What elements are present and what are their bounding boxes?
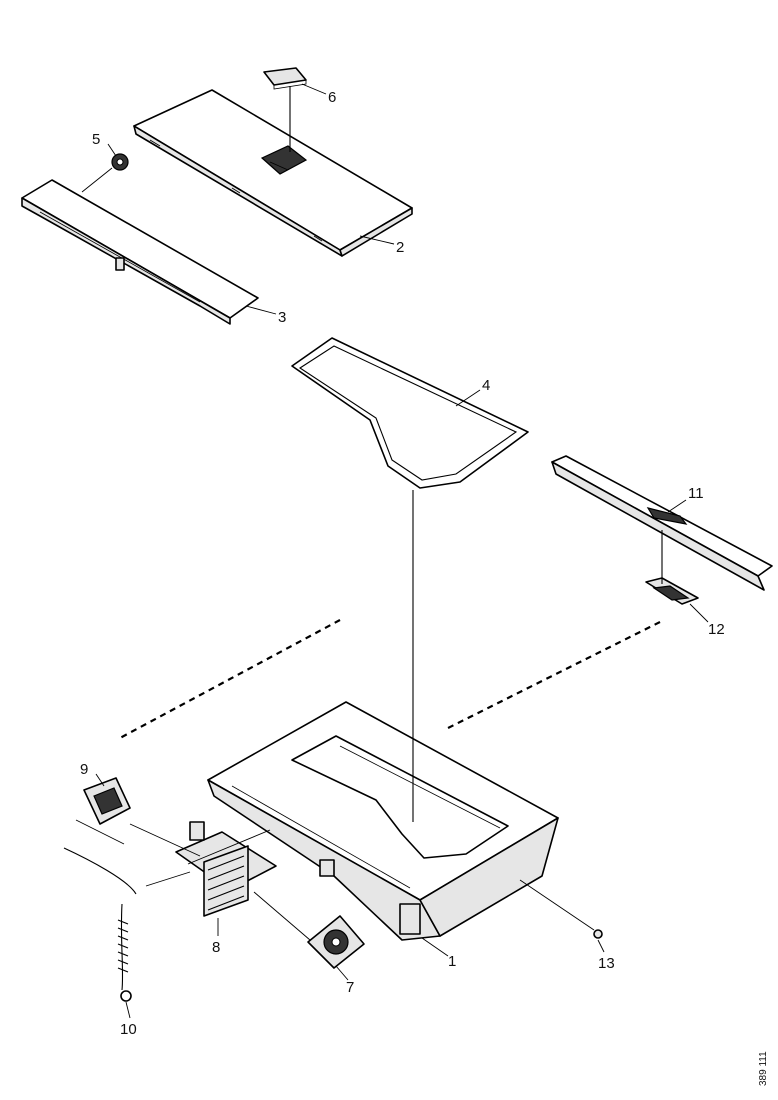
assembly-lines [81, 86, 663, 941]
part-4-gasket [291, 337, 529, 489]
part-12-clip [645, 577, 699, 605]
callout-11: 11 [688, 485, 704, 502]
part-8-heatsink [175, 821, 277, 917]
callout-9: 9 [80, 761, 88, 778]
part-2-top-panel [133, 89, 413, 257]
part-13-screw [593, 929, 603, 939]
callout-12: 12 [708, 621, 725, 638]
part-5-knob [111, 153, 129, 171]
callout-5: 5 [92, 131, 100, 148]
drawing-code: 389 111 [758, 1051, 769, 1086]
part-3-side-tray [21, 179, 259, 325]
callout-3: 3 [278, 309, 286, 326]
callout-leaders [95, 83, 709, 1019]
callout-2: 2 [396, 239, 404, 256]
part-11-rail [551, 455, 773, 591]
part-10-cable [63, 847, 137, 1002]
callout-1: 1 [448, 953, 456, 970]
part-7-fan [307, 915, 365, 969]
part-9-switch [75, 777, 131, 845]
part-6-cover-cap [263, 67, 307, 90]
callout-10: 10 [120, 1021, 137, 1038]
part-1-base-housing [207, 701, 559, 941]
callout-6: 6 [328, 89, 336, 106]
callout-4: 4 [482, 377, 490, 394]
callout-7: 7 [346, 979, 354, 996]
callout-8: 8 [212, 939, 220, 956]
callout-13: 13 [598, 955, 615, 972]
